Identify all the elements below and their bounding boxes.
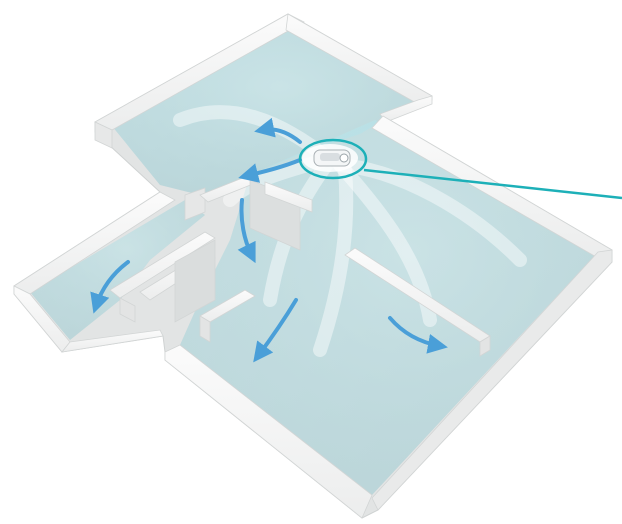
- air-purifier-device: [302, 144, 358, 172]
